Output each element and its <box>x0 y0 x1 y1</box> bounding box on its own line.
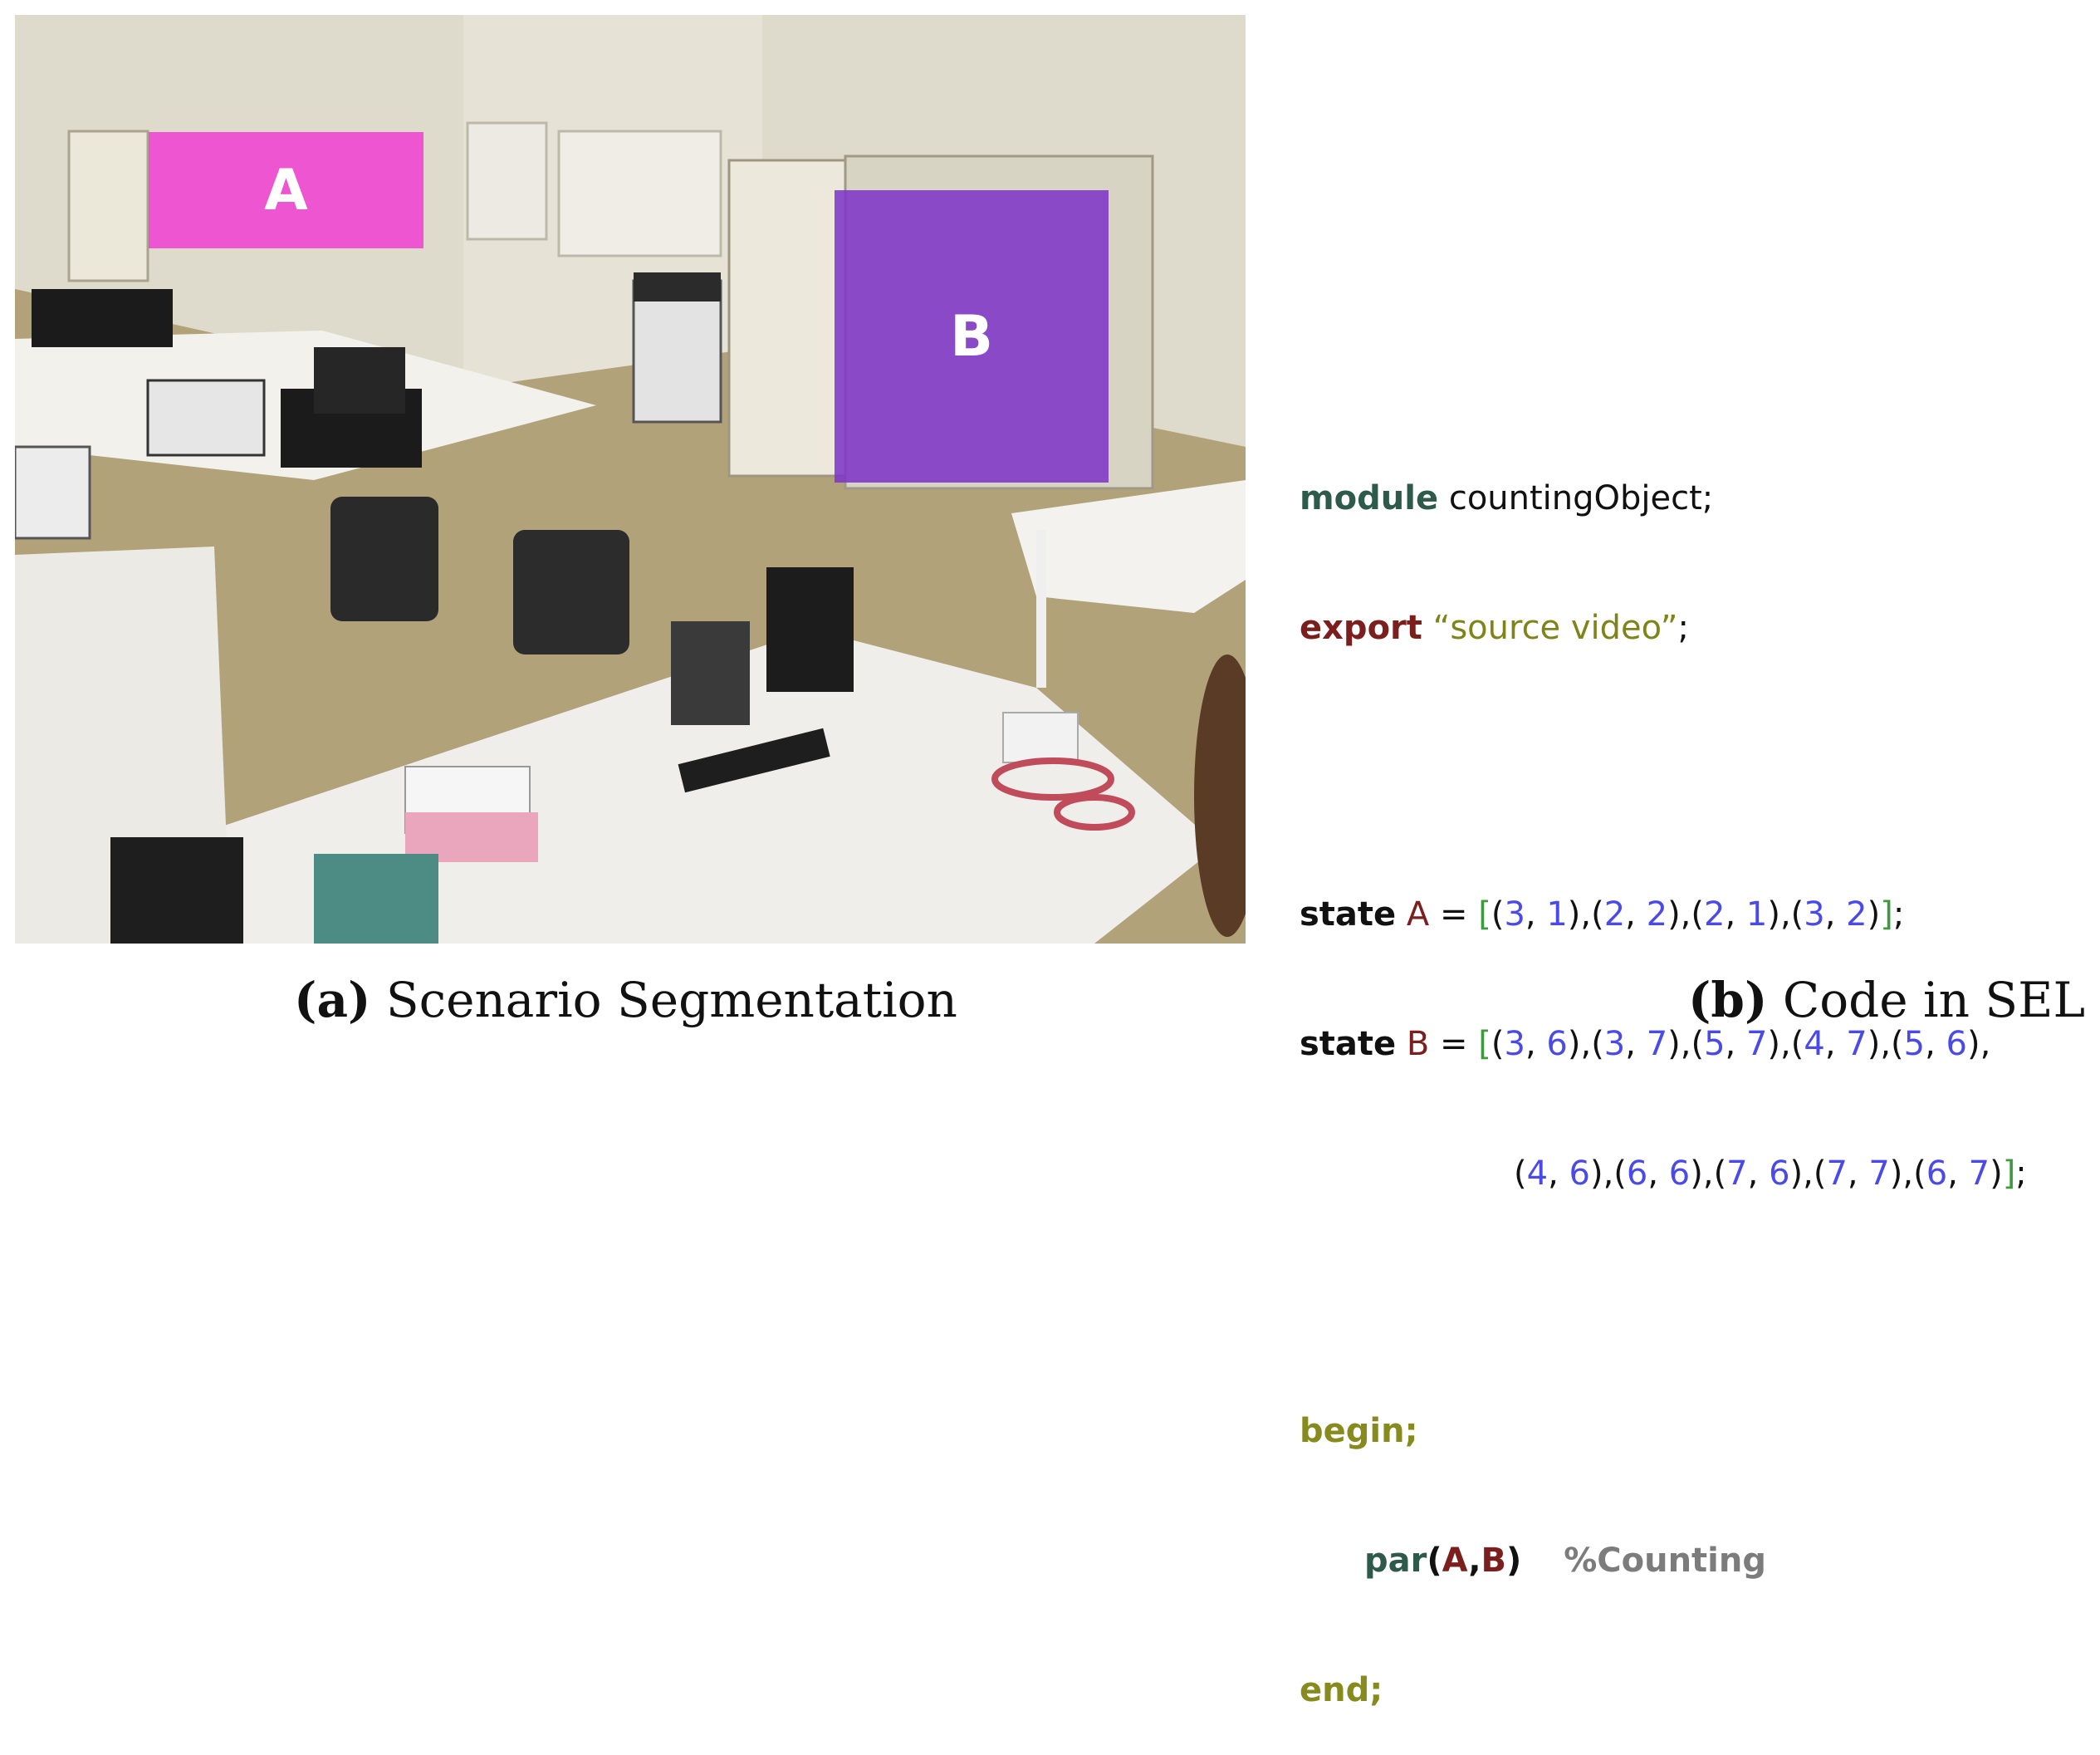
state-a-cells: (3, 1),(2, 2),(2, 1),(3, 2) <box>1491 895 1881 934</box>
state-b-l2-cell-4: (6, 7) <box>1913 1154 2003 1193</box>
region-a-label: A <box>264 157 308 223</box>
export-string: “source video” <box>1432 609 1678 647</box>
state-b-l1-cell-2: (5, 7) <box>1691 1025 1781 1063</box>
export-semicolon: ; <box>1677 609 1689 647</box>
code-line-end: end; <box>1300 1669 2088 1712</box>
module-name: countingObject; <box>1448 479 1714 517</box>
caption-b: (b) Code in SEL <box>1688 972 2085 1028</box>
state-a-cell-2: (2, 1) <box>1691 895 1780 934</box>
office-scene-photo: A B <box>15 15 1246 944</box>
state-b-l2-cell-1: (6, 6) <box>1613 1154 1703 1193</box>
state-a-name: A <box>1406 895 1430 934</box>
par-keyword: par <box>1364 1542 1427 1580</box>
state-a-cell-0: (3, 1) <box>1491 895 1581 934</box>
code-line-export: export “source video”; <box>1300 606 2088 650</box>
code-comment: %Counting <box>1564 1542 1766 1580</box>
state-b-l1-cell-3: (4, 7) <box>1790 1025 1881 1063</box>
end-keyword: end; <box>1300 1671 1383 1709</box>
module-keyword: module <box>1300 479 1439 517</box>
sel-code-block: module countingObject; export “source vi… <box>1300 390 2088 1755</box>
state-b-l2-cell-0: (4, 6) <box>1514 1154 1603 1193</box>
caption-a: (a) Scenario Segmentation <box>294 972 957 1028</box>
caption-a-text: Scenario Segmentation <box>385 972 957 1028</box>
state-b-l1-cell-4: (5, 6) <box>1891 1025 1980 1063</box>
state-a-cell-1: (2, 2) <box>1591 895 1681 934</box>
code-line-begin: begin; <box>1300 1409 2088 1453</box>
state-b-name: B <box>1406 1025 1430 1063</box>
state-b-l2-cell-3: (7, 7) <box>1813 1154 1903 1193</box>
code-gap <box>1300 1282 2088 1323</box>
code-gap <box>1300 736 2088 806</box>
begin-keyword: begin; <box>1300 1412 1418 1450</box>
state-b-l2-cell-2: (7, 6) <box>1713 1154 1804 1193</box>
code-line-module: module countingObject; <box>1300 477 2088 520</box>
state-b-cells-line2: (4, 6),(6, 6),(7, 6),(7, 7),(6, 7) <box>1514 1154 2003 1193</box>
code-line-state-b-cont: (4, 6),(6, 6),(7, 6),(7, 7),(6, 7)]; <box>1514 1154 2027 1193</box>
caption-a-tag: (a) <box>294 972 371 1028</box>
region-a-overlay: A <box>149 132 423 248</box>
par-arg-b: B <box>1481 1542 1507 1580</box>
state-b-l1-cell-1: (3, 7) <box>1591 1025 1681 1063</box>
par-arg-a: A <box>1442 1542 1469 1580</box>
state-b-keyword: state <box>1300 1025 1397 1063</box>
export-keyword: export <box>1300 609 1422 647</box>
state-b-l1-cell-0: (3, 6) <box>1491 1025 1581 1063</box>
region-b-overlay: B <box>835 190 1109 483</box>
state-b-cells-line1: (3, 6),(3, 7),(5, 7),(4, 7),(5, 6) <box>1491 1025 1980 1063</box>
code-line-state-a: state A = [(3, 1),(2, 2),(2, 1),(3, 2)]; <box>1300 895 1905 934</box>
code-line-par: par(A,B) %Counting <box>1364 1542 1766 1580</box>
caption-b-text: Code in SEL <box>1782 972 2085 1028</box>
code-line-state-b: state B = [(3, 6),(3, 7),(5, 7),(4, 7),(… <box>1300 1025 1991 1063</box>
region-b-label: B <box>950 303 993 370</box>
state-a-cell-3: (3, 2) <box>1790 895 1881 934</box>
state-a-keyword: state <box>1300 895 1397 934</box>
caption-b-tag: (b) <box>1687 972 1768 1028</box>
